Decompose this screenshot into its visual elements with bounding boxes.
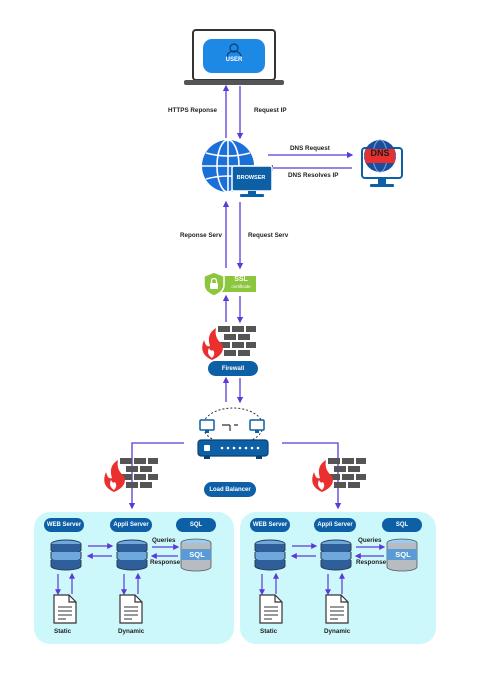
dns-request-label: DNS Request: [290, 145, 330, 152]
ssl-subtitle: certificate: [231, 284, 251, 289]
dns-monitor-icon: [361, 139, 403, 187]
web-server-badge: WEB Server: [44, 518, 84, 532]
web-server-badge: WEB Server: [250, 518, 290, 532]
browser-label: BROWSER: [236, 175, 266, 181]
ssl-certificate-icon: [203, 271, 256, 297]
request-serv-label: Request Serv: [248, 232, 289, 239]
dynamic-label: Dynamic: [324, 628, 351, 635]
static-document-icon: [53, 594, 77, 624]
static-label: Static: [54, 628, 72, 635]
web-server-stack-icon: [50, 539, 82, 571]
user-label: USER: [225, 57, 243, 63]
dynamic-document-icon: [325, 594, 349, 624]
appli-server-stack-icon: [116, 539, 148, 571]
dynamic-label: Dynamic: [118, 628, 145, 635]
appli-server-badge: Appli Server: [314, 518, 356, 532]
ssl-title: SSL: [234, 276, 248, 283]
https-response-label: HTTPS Reponse: [168, 107, 217, 114]
laptop-icon: [184, 29, 284, 85]
dns-resolves-label: DNS Resolves IP: [288, 172, 339, 179]
response-serv-label: Reponse Serv: [180, 232, 222, 239]
sql-db-label: SQL: [395, 550, 411, 559]
static-document-icon: [259, 594, 283, 624]
firewall-left-icon: [104, 458, 158, 492]
browser-monitor-icon: [231, 165, 273, 197]
dynamic-document-icon: [119, 594, 143, 624]
load-balancer-icon: [197, 407, 269, 459]
sql-database-icon: [386, 538, 418, 572]
load-balancer-badge: Load Balancer: [204, 482, 256, 497]
web-server-stack-icon: [254, 539, 286, 571]
firewall-right-icon: [312, 458, 366, 492]
sql-db-label: SQL: [189, 550, 205, 559]
sql-badge: SQL: [176, 518, 216, 532]
response-label: Response: [150, 559, 181, 566]
dns-label: DNS: [370, 148, 390, 158]
queries-label: Queries: [358, 537, 382, 544]
request-ip-label: Request IP: [254, 107, 287, 114]
appli-server-stack-icon: [320, 539, 352, 571]
queries-label: Queries: [152, 537, 176, 544]
response-label: Response: [356, 559, 387, 566]
appli-server-badge: Appli Server: [110, 518, 152, 532]
firewall-badge: Firewall: [208, 361, 258, 376]
firewall-icon: [202, 326, 256, 360]
sql-database-icon: [180, 538, 212, 572]
static-label: Static: [260, 628, 278, 635]
sql-badge: SQL: [382, 518, 422, 532]
